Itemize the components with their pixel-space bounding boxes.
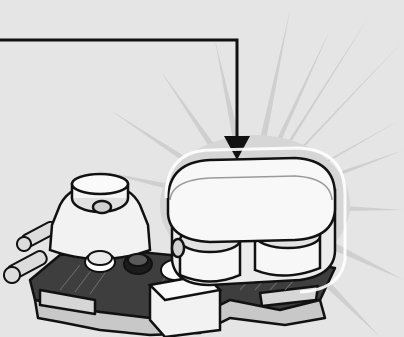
capsule-brick [168,158,335,285]
dome-brick [50,174,150,259]
